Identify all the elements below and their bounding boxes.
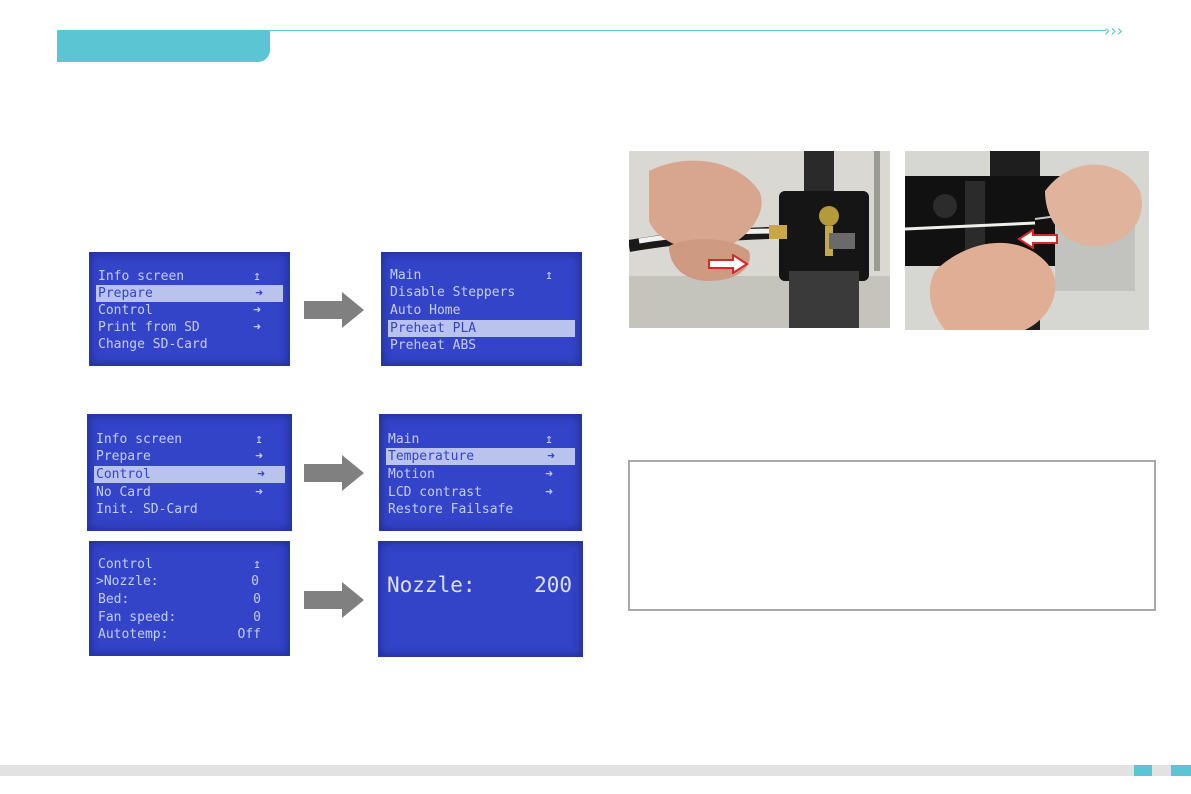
lcd-row-selected: Preheat PLA xyxy=(388,320,575,337)
section-tab xyxy=(57,30,270,62)
flow-arrow-icon xyxy=(304,292,364,328)
lcd-row: Disable Steppers xyxy=(390,285,516,300)
lcd-row: Autotemp:Off xyxy=(98,627,261,642)
lcd-row: Fan speed:0 xyxy=(98,610,261,625)
lcd-main-menu-control: Info screen↥ Prepare➜ Control➜ No Card➜ … xyxy=(87,414,292,531)
lcd-nozzle-edit: Nozzle: 200 xyxy=(378,541,583,657)
right-arrow-icon: ➜ xyxy=(545,467,553,482)
lcd-row: Main↥ xyxy=(390,268,553,283)
up-arrow-icon: ↥ xyxy=(253,557,261,572)
lcd-row: Print from SD➜ xyxy=(98,320,261,335)
right-arrow-icon: ➜ xyxy=(255,449,263,464)
lcd-row: Init. SD-Card xyxy=(96,502,198,517)
lcd-row: Prepare➜ xyxy=(96,449,263,464)
right-arrow-icon: ➜ xyxy=(257,467,265,482)
lcd-row: Auto Home xyxy=(390,303,461,318)
footer-square xyxy=(1171,765,1191,776)
photo-insert-filament xyxy=(629,151,890,328)
footer-bar xyxy=(0,765,1191,776)
lcd-main-menu-prepare: Info screen↥ Prepare➜ Control➜ Print fro… xyxy=(89,252,290,366)
right-arrow-icon: ➜ xyxy=(253,320,261,335)
lcd-row: LCD contrast➜ xyxy=(388,485,553,500)
flow-arrow-icon xyxy=(304,582,364,618)
lcd-row: Preheat ABS xyxy=(390,338,477,353)
up-arrow-icon: ↥ xyxy=(255,432,263,447)
lcd-row-cursor: >Nozzle:0 xyxy=(96,574,259,589)
right-arrow-icon: ➜ xyxy=(253,303,261,318)
lcd-row: Info screen↥ xyxy=(96,432,263,447)
note-box xyxy=(628,460,1156,611)
extruder-photo-illustration xyxy=(905,151,1149,330)
up-arrow-icon: ↥ xyxy=(545,432,553,447)
arrow-right-icon xyxy=(708,254,749,274)
lcd-row: Control➜ xyxy=(98,303,261,318)
right-arrow-icon: ➜ xyxy=(255,286,263,301)
lcd-row-selected: Temperature➜ xyxy=(386,448,575,465)
lcd-row: Main↥ xyxy=(388,432,553,447)
lcd-row: No Card➜ xyxy=(96,485,263,500)
arrow-left-icon xyxy=(1017,229,1058,249)
lcd-row-selected: Control➜ xyxy=(94,466,285,483)
up-arrow-icon: ↥ xyxy=(253,269,261,284)
lcd-row: Control↥ xyxy=(98,557,261,572)
chevron-right-icon: ››› xyxy=(1104,21,1124,40)
up-arrow-icon: ↥ xyxy=(545,268,553,283)
photo-retract-filament xyxy=(905,151,1149,330)
lcd-temperature-values: Control↥ >Nozzle:0 Bed:0 Fan speed:0 Aut… xyxy=(89,541,290,656)
lcd-row-selected: Prepare➜ xyxy=(96,285,283,302)
lcd-row: Motion➜ xyxy=(388,467,553,482)
nozzle-setpoint: Nozzle: 200 xyxy=(387,573,572,597)
right-arrow-icon: ➜ xyxy=(545,485,553,500)
right-arrow-icon: ➜ xyxy=(255,485,263,500)
lcd-row: Info screen↥ xyxy=(98,269,261,284)
lcd-row: Change SD-Card xyxy=(98,337,208,352)
header-rule xyxy=(270,30,1106,31)
extruder-photo-illustration xyxy=(629,151,890,328)
lcd-control-submenu: Main↥ Temperature➜ Motion➜ LCD contrast➜… xyxy=(379,414,582,531)
lcd-prepare-submenu: Main↥ Disable Steppers Auto Home Preheat… xyxy=(381,252,582,366)
lcd-row: Restore Failsafe xyxy=(388,502,514,517)
flow-arrow-icon xyxy=(304,455,364,491)
footer-square xyxy=(1134,765,1152,776)
right-arrow-icon: ➜ xyxy=(547,449,555,464)
lcd-row: Bed:0 xyxy=(98,592,261,607)
